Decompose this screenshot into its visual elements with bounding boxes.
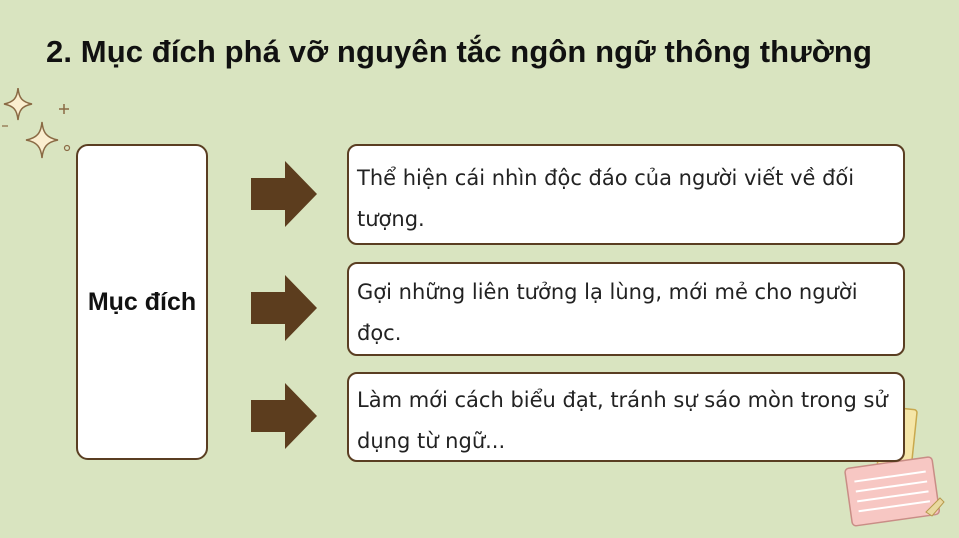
purpose-box: Mục đích (76, 144, 208, 460)
purpose-item-3: Làm mới cách biểu đạt, tránh sự sáo mòn … (347, 372, 905, 462)
sparkles-icon (2, 88, 71, 159)
purpose-item-2: Gợi những liên tưởng lạ lùng, mới mẻ cho… (347, 262, 905, 356)
arrow-right-icon (251, 275, 317, 341)
purpose-label: Mục đích (87, 287, 197, 316)
arrow-right-icon (251, 383, 317, 449)
arrow-right-icon (251, 161, 317, 227)
slide-title: 2. Mục đích phá vỡ nguyên tắc ngôn ngữ t… (46, 34, 872, 69)
purpose-item-1: Thể hiện cái nhìn độc đáo của người viết… (347, 144, 905, 245)
